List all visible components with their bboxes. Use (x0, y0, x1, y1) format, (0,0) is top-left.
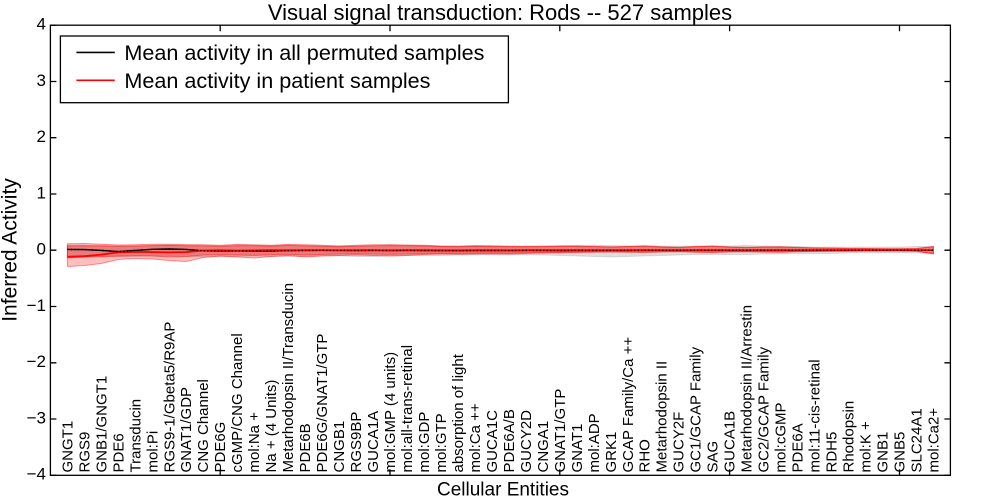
svg-text:GUCA1A: GUCA1A (365, 411, 382, 473)
svg-text:2: 2 (37, 127, 46, 146)
svg-text:mol:Pi: mol:Pi (144, 431, 161, 473)
svg-text:RGS9BP: RGS9BP (348, 412, 365, 473)
svg-text:mol:GTP: mol:GTP (433, 413, 450, 472)
svg-text:GRK1: GRK1 (603, 432, 620, 473)
svg-text:mol:ADP: mol:ADP (586, 413, 603, 472)
svg-text:mol:cGMP: mol:cGMP (773, 402, 790, 472)
svg-text:GCAP Family/Ca ++: GCAP Family/Ca ++ (620, 337, 637, 473)
svg-text:GNB5: GNB5 (892, 432, 909, 473)
svg-text:Transducin: Transducin (127, 399, 144, 473)
svg-text:GNAT1/GTP: GNAT1/GTP (552, 389, 569, 473)
svg-text:Inferred Activity: Inferred Activity (0, 178, 22, 322)
svg-text:−3: −3 (27, 408, 46, 427)
svg-text:CNG Channel: CNG Channel (195, 379, 212, 472)
svg-text:GUCY2F: GUCY2F (671, 412, 688, 473)
svg-text:mol:GDP: mol:GDP (416, 412, 433, 473)
svg-text:Metarhodopsin II/Transducin: Metarhodopsin II/Transducin (280, 283, 297, 473)
svg-text:GUCY2D: GUCY2D (518, 410, 535, 473)
svg-text:PDE6G: PDE6G (212, 422, 229, 473)
svg-text:GNB1: GNB1 (875, 432, 892, 473)
svg-text:SLC24A1: SLC24A1 (908, 408, 925, 472)
svg-text:absorption of light: absorption of light (450, 353, 467, 472)
svg-text:PDE6: PDE6 (110, 433, 127, 472)
svg-text:RHO: RHO (637, 439, 654, 472)
svg-text:RDH5: RDH5 (824, 432, 841, 473)
svg-text:GC2/GCAP Family: GC2/GCAP Family (756, 346, 773, 472)
svg-text:−4: −4 (27, 465, 46, 484)
svg-text:mol:GMP (4 units): mol:GMP (4 units) (382, 352, 399, 473)
svg-text:Metarhodopsin II: Metarhodopsin II (654, 361, 671, 473)
svg-text:RGS9: RGS9 (76, 432, 93, 473)
svg-text:mol:11-cis-retinal: mol:11-cis-retinal (807, 359, 824, 472)
svg-text:RGS9-1/Gbeta5/R9AP: RGS9-1/Gbeta5/R9AP (161, 322, 178, 473)
svg-text:PDE6G/GNAT1/GTP: PDE6G/GNAT1/GTP (314, 334, 331, 473)
svg-text:GNAT1/GDP: GNAT1/GDP (178, 387, 195, 473)
svg-text:mol:Ca ++: mol:Ca ++ (467, 403, 484, 472)
svg-text:GC1/GCAP Family: GC1/GCAP Family (688, 346, 705, 472)
svg-text:PDE6A/B: PDE6A/B (501, 409, 518, 472)
svg-text:1: 1 (37, 183, 46, 202)
svg-text:Mean activity in all permuted: Mean activity in all permuted samples (124, 40, 484, 65)
svg-text:mol:all-trans-retinal: mol:all-trans-retinal (399, 345, 416, 473)
svg-text:GUCA1B: GUCA1B (722, 411, 739, 473)
svg-text:mol:K +: mol:K + (858, 421, 875, 473)
svg-text:Na + (4 Units): Na + (4 Units) (263, 380, 280, 473)
svg-text:Cellular Entities: Cellular Entities (437, 480, 569, 500)
svg-text:mol:Na +: mol:Na + (246, 412, 263, 473)
svg-text:CNGB1: CNGB1 (331, 421, 348, 473)
svg-text:GNAT1: GNAT1 (569, 424, 586, 473)
svg-text:PDE6B: PDE6B (297, 423, 314, 472)
svg-text:−2: −2 (27, 352, 46, 371)
svg-text:cGMP/CNG Channel: cGMP/CNG Channel (229, 333, 246, 472)
svg-text:SAG: SAG (705, 441, 722, 473)
svg-text:Rhodopsin: Rhodopsin (841, 401, 858, 473)
svg-text:Visual signal transduction: Ro: Visual signal transduction: Rods -- 527 … (268, 0, 732, 25)
svg-text:GNB1/GNGT1: GNB1/GNGT1 (93, 376, 110, 473)
svg-text:3: 3 (37, 71, 46, 90)
svg-text:PDE6A: PDE6A (790, 423, 807, 472)
svg-text:0: 0 (37, 240, 46, 259)
svg-text:Mean activity in patient sampl: Mean activity in patient samples (124, 68, 430, 93)
svg-text:CNGA1: CNGA1 (535, 421, 552, 473)
svg-text:GUCA1C: GUCA1C (484, 410, 501, 473)
svg-text:4: 4 (37, 15, 46, 34)
svg-text:GNGT1: GNGT1 (59, 421, 76, 473)
svg-text:Metarhodopsin II/Arrestin: Metarhodopsin II/Arrestin (739, 305, 756, 473)
svg-text:−1: −1 (27, 296, 46, 315)
svg-text:mol:Ca2+: mol:Ca2+ (925, 408, 942, 473)
